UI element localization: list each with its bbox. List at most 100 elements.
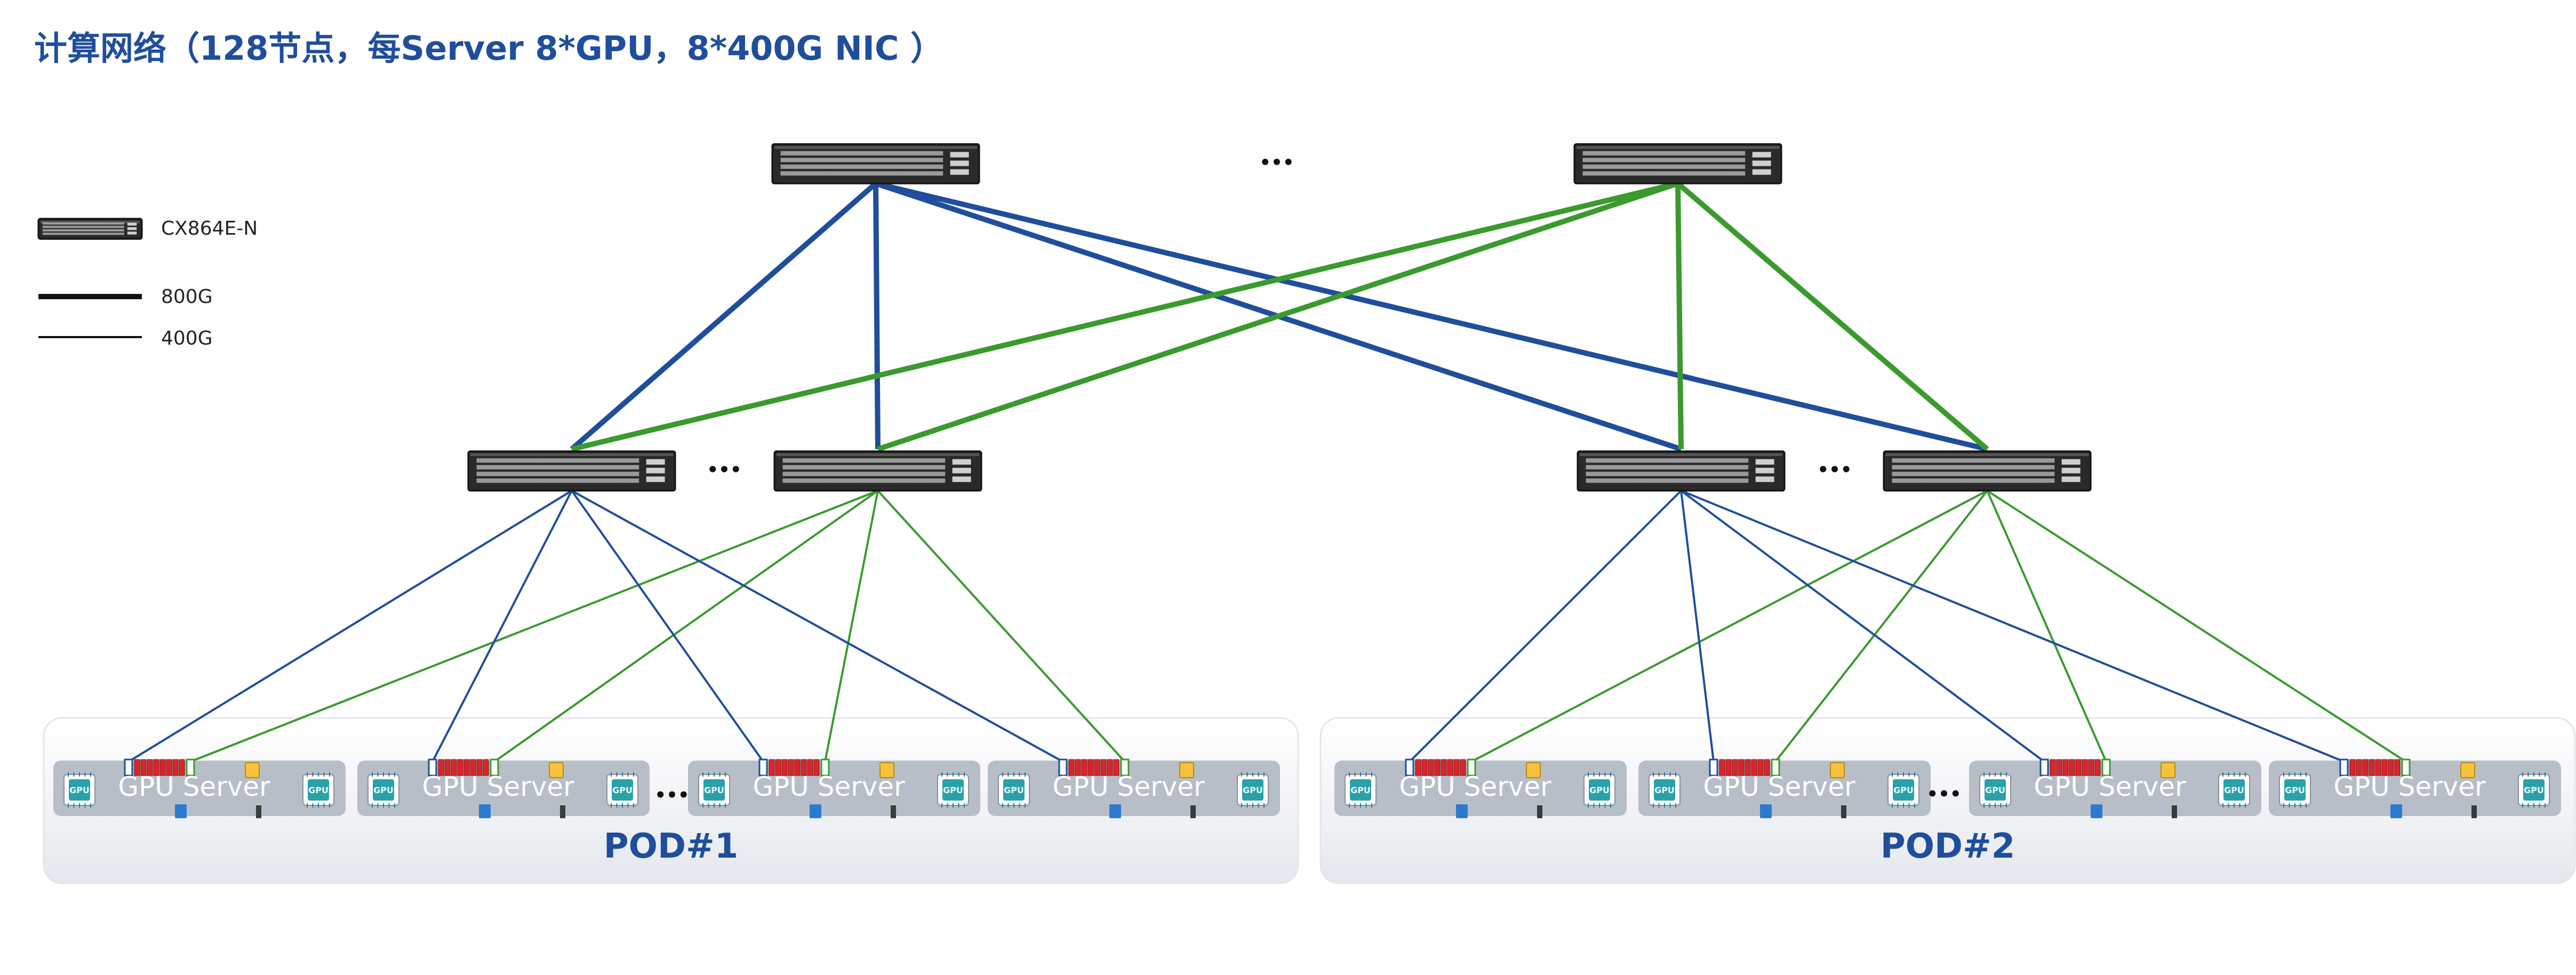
svg-text:GPU: GPU bbox=[1243, 785, 1263, 795]
switches bbox=[467, 143, 2092, 492]
gpu-chip-icon: GPU bbox=[606, 772, 638, 808]
gpu-server-label: GPU Server bbox=[422, 771, 574, 802]
gpu-server-label: GPU Server bbox=[1052, 771, 1205, 802]
gpu-chip-icon: GPU bbox=[367, 772, 399, 808]
legend-switch-icon bbox=[37, 218, 143, 240]
link-leaf-b-server bbox=[1471, 490, 1988, 763]
gpu-chip-icon: GPU bbox=[63, 772, 95, 808]
gpu-server-pod2-3: GPU GPU GPU Server bbox=[1969, 758, 2261, 818]
leaf-switch-pod2-b bbox=[1883, 450, 2092, 492]
pod-2-label: POD#2 bbox=[1881, 827, 2015, 866]
gpu-server-pod1-3: GPU GPU GPU Server bbox=[688, 758, 980, 818]
legend-switch-label: CX864E-N bbox=[161, 218, 258, 239]
legend: CX864E-N 800G 400G bbox=[37, 218, 258, 349]
link-spine2-leaf4 bbox=[1676, 181, 1989, 451]
svg-text:GPU: GPU bbox=[2224, 785, 2244, 795]
leaf-switch-pod1-a bbox=[467, 450, 676, 492]
gpu-server-pod2-4: GPU GPU GPU Server bbox=[2269, 758, 2561, 818]
svg-text:GPU: GPU bbox=[1589, 785, 1610, 795]
svg-text:GPU: GPU bbox=[612, 785, 633, 795]
pod-1-background bbox=[43, 717, 1299, 884]
gpu-chip-icon: GPU bbox=[2518, 772, 2550, 808]
spine-switch-1 bbox=[771, 143, 980, 185]
spine-ellipsis: ••• bbox=[1259, 152, 1294, 173]
server-ellipsis-pod2: ••• bbox=[1926, 784, 1961, 805]
svg-text:GPU: GPU bbox=[69, 785, 90, 795]
gpu-chip-icon: GPU bbox=[998, 772, 1030, 808]
svg-text:GPU: GPU bbox=[1985, 785, 2005, 795]
pod-1: POD#1 bbox=[43, 717, 1299, 884]
gpu-server-label: GPU Server bbox=[1399, 771, 1551, 802]
gpu-chip-icon: GPU bbox=[1237, 772, 1269, 808]
link-leaf-b-server bbox=[877, 490, 1126, 763]
gpu-chip-icon: GPU bbox=[937, 772, 969, 808]
gpu-server-pod1-2: GPU GPU GPU Server bbox=[357, 758, 650, 818]
link-leaf-b-server bbox=[1986, 490, 2107, 762]
svg-text:GPU: GPU bbox=[373, 785, 394, 795]
link-leaf-a-server bbox=[571, 490, 1063, 763]
gpu-server-label: GPU Server bbox=[2333, 771, 2486, 802]
pod-1-label: POD#1 bbox=[604, 827, 739, 866]
link-leaf-a-server bbox=[571, 490, 764, 763]
leaf-switch-pod2-a bbox=[1577, 450, 1786, 492]
page-title: 计算网络（128节点，每Server 8*GPU，8*400G NIC ） bbox=[34, 29, 944, 68]
svg-text:GPU: GPU bbox=[704, 785, 724, 795]
gpu-chip-icon: GPU bbox=[1649, 772, 1681, 808]
gpu-chip-icon: GPU bbox=[1887, 772, 1919, 808]
link-spine2-leaf1 bbox=[571, 181, 1679, 452]
gpu-chip-icon: GPU bbox=[1345, 772, 1377, 808]
gpu-chip-icon: GPU bbox=[2279, 772, 2311, 808]
gpu-server-pod1-4: GPU GPU GPU Server bbox=[988, 758, 1280, 818]
gpu-chip-icon: GPU bbox=[1979, 772, 2011, 808]
gpu-server-pod1-1: GPU GPU GPU Server bbox=[53, 758, 346, 818]
legend-switch-icon-body bbox=[37, 218, 143, 240]
gpu-chip-icon: GPU bbox=[1583, 772, 1615, 808]
link-spine2-leaf2 bbox=[877, 181, 1679, 452]
pod-2: POD#2 bbox=[1319, 717, 2576, 884]
link-leaf-b-server bbox=[1986, 490, 2407, 763]
svg-text:GPU: GPU bbox=[2285, 785, 2305, 795]
link-leaf-a-server bbox=[1680, 490, 2045, 763]
gpu-server-label: GPU Server bbox=[2034, 771, 2186, 802]
svg-text:GPU: GPU bbox=[1654, 785, 1675, 795]
svg-text:GPU: GPU bbox=[1004, 785, 1024, 795]
link-spine2-leaf3 bbox=[1675, 183, 1684, 450]
svg-text:GPU: GPU bbox=[308, 785, 329, 795]
gpu-chip-icon: GPU bbox=[302, 772, 334, 808]
leaf-switch-pod1-b bbox=[773, 450, 982, 492]
server-ellipsis-pod1: ••• bbox=[654, 785, 689, 806]
gpu-server-pod2-1: GPU GPU GPU Server bbox=[1334, 758, 1627, 818]
link-leaf-a-server bbox=[1681, 490, 2345, 763]
leaf-ellipsis-pod1: ••• bbox=[707, 459, 741, 481]
links bbox=[127, 181, 2407, 763]
pod-2-background bbox=[1319, 717, 2576, 884]
gpu-chip-icon: GPU bbox=[698, 772, 730, 808]
spine-switch-2 bbox=[1573, 143, 1782, 185]
gpu-server-pod2-2: GPU GPU GPU Server bbox=[1638, 758, 1931, 818]
leaf-ellipsis-pod2: ••• bbox=[1817, 459, 1852, 481]
link-leaf-a-server bbox=[431, 490, 573, 762]
link-leaf-b-server bbox=[190, 490, 878, 763]
link-leaf-a-server bbox=[1680, 490, 1715, 762]
link-leaf-b-server bbox=[1774, 490, 1988, 763]
link-leaf-a-server bbox=[1409, 490, 1682, 763]
link-spine1-leaf2 bbox=[873, 183, 881, 450]
gpu-server-label: GPU Server bbox=[753, 771, 905, 802]
legend-thin-label: 400G bbox=[161, 327, 213, 349]
gpu-server-label: GPU Server bbox=[118, 771, 270, 802]
gpu-chip-icon: GPU bbox=[2218, 772, 2250, 808]
link-spine1-leaf1 bbox=[570, 181, 878, 451]
legend-thick-label: 800G bbox=[161, 286, 213, 308]
link-spine1-leaf4 bbox=[875, 181, 1988, 452]
svg-text:GPU: GPU bbox=[1350, 785, 1371, 795]
gpu-server-label: GPU Server bbox=[1703, 771, 1855, 802]
link-leaf-b-server bbox=[824, 490, 879, 762]
link-leaf-b-server bbox=[493, 490, 879, 763]
svg-text:GPU: GPU bbox=[2524, 785, 2544, 795]
svg-text:GPU: GPU bbox=[943, 785, 963, 795]
link-leaf-a-server bbox=[127, 490, 573, 763]
svg-text:GPU: GPU bbox=[1893, 785, 1914, 795]
